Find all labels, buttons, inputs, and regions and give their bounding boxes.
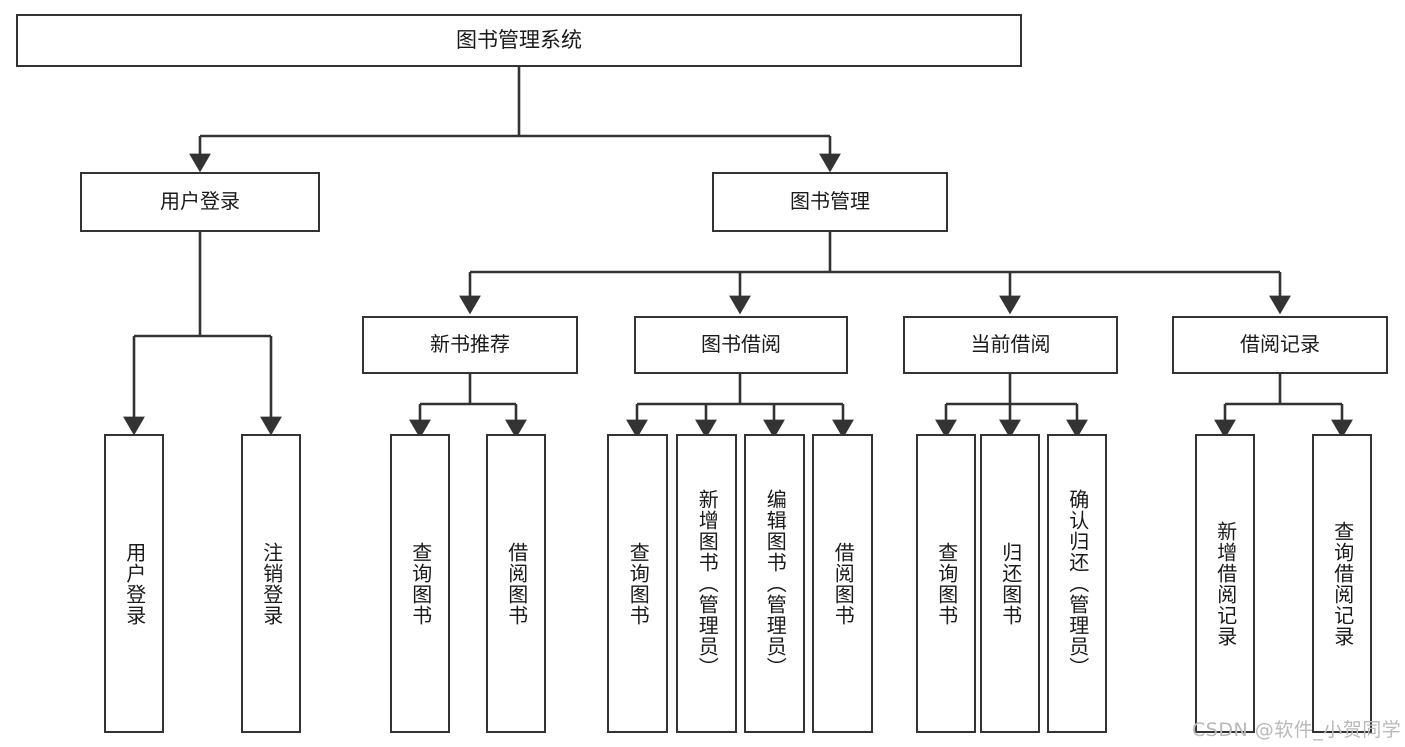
node-leaf-query-record-label: 查询借阅记录: [1330, 520, 1355, 647]
node-leaf-confirm-return-label: 确认归还（管理员）: [1065, 489, 1090, 678]
node-leaf-query-book-3-label: 查询图书: [934, 541, 959, 626]
node-book-management-label: 图书管理: [790, 189, 870, 214]
node-current-borrow[interactable]: 当前借阅: [903, 316, 1118, 374]
node-leaf-query-book-1-label: 查询图书: [408, 541, 433, 626]
node-book-management[interactable]: 图书管理: [712, 172, 948, 232]
node-borrow-record[interactable]: 借阅记录: [1172, 316, 1388, 374]
node-leaf-return-book-label: 归还图书: [998, 541, 1023, 626]
node-root-label: 图书管理系统: [456, 28, 582, 53]
node-leaf-query-book-1[interactable]: 查询图书: [390, 434, 450, 733]
node-leaf-query-book-2[interactable]: 查询图书: [607, 434, 668, 733]
node-leaf-user-login-label: 用户登录: [122, 541, 147, 626]
node-user-login[interactable]: 用户登录: [80, 172, 320, 232]
node-leaf-add-record-label: 新增借阅记录: [1213, 520, 1238, 647]
node-leaf-borrow-book-2[interactable]: 借阅图书: [812, 434, 873, 733]
node-leaf-user-login[interactable]: 用户登录: [104, 434, 164, 733]
node-leaf-query-record[interactable]: 查询借阅记录: [1312, 434, 1372, 733]
node-leaf-query-book-3[interactable]: 查询图书: [916, 434, 976, 733]
node-leaf-query-book-2-label: 查询图书: [626, 541, 651, 626]
node-new-book-recommend[interactable]: 新书推荐: [362, 316, 578, 374]
node-book-borrow[interactable]: 图书借阅: [634, 316, 848, 374]
node-leaf-logout-login[interactable]: 注销登录: [241, 434, 301, 733]
node-borrow-record-label: 借阅记录: [1240, 332, 1320, 357]
node-root[interactable]: 图书管理系统: [16, 14, 1022, 67]
node-book-borrow-label: 图书借阅: [701, 332, 781, 357]
node-new-book-recommend-label: 新书推荐: [430, 332, 510, 357]
node-leaf-add-book-label: 新增图书（管理员）: [695, 489, 720, 678]
node-leaf-add-book[interactable]: 新增图书（管理员）: [676, 434, 737, 733]
node-leaf-borrow-book-2-label: 借阅图书: [831, 541, 856, 626]
node-leaf-borrow-book-1-label: 借阅图书: [504, 541, 529, 626]
node-leaf-confirm-return[interactable]: 确认归还（管理员）: [1047, 434, 1107, 733]
node-leaf-borrow-book-1[interactable]: 借阅图书: [486, 434, 546, 733]
node-leaf-return-book[interactable]: 归还图书: [980, 434, 1040, 733]
node-leaf-add-record[interactable]: 新增借阅记录: [1195, 434, 1255, 733]
node-user-login-label: 用户登录: [160, 189, 240, 214]
node-leaf-edit-book-label: 编辑图书（管理员）: [763, 489, 788, 678]
node-leaf-logout-login-label: 注销登录: [259, 541, 284, 626]
csdn-watermark: CSDN @软件_小贺同学: [1192, 719, 1402, 741]
node-current-borrow-label: 当前借阅: [970, 332, 1051, 357]
node-leaf-edit-book[interactable]: 编辑图书（管理员）: [744, 434, 805, 733]
